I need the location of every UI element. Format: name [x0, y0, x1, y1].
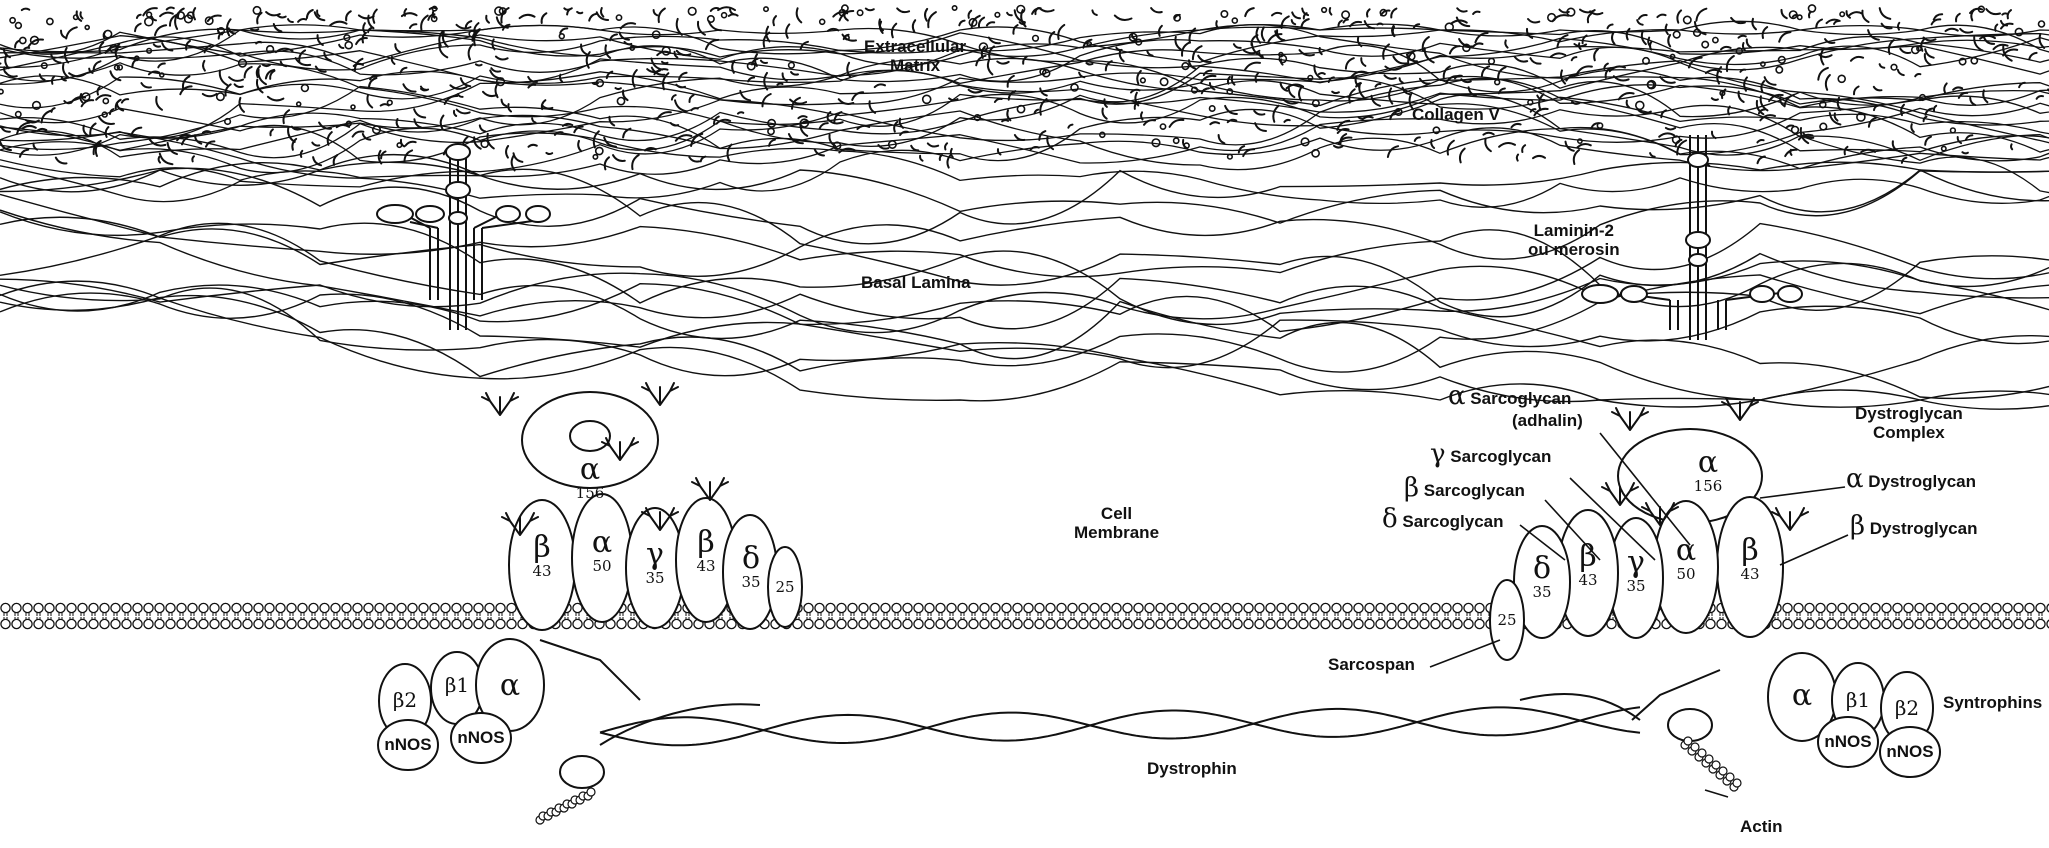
dystrophin-label: Dystrophin [1147, 760, 1237, 779]
right-beta-sarcoglycan: β 43 [1563, 542, 1613, 588]
dystroglycan-complex-label: Dystroglycan Complex [1855, 405, 1963, 442]
right-syntrophin-beta1: β1 [1838, 688, 1878, 712]
left-beta-sarcoglycan: β 43 [681, 528, 731, 574]
protein-symbol: β [1563, 542, 1613, 572]
protein-size: 25 [1492, 612, 1522, 628]
basal-lamina-label: Basal Lamina [861, 274, 971, 293]
left-nnos-1: nNOS [370, 735, 446, 755]
right-nnos-2: nNOS [1872, 742, 1948, 762]
protein-size: 156 [1678, 478, 1738, 494]
protein-symbol: α [1661, 536, 1711, 566]
protein-size: 35 [1611, 578, 1661, 594]
right-syntrophin-beta2: β2 [1887, 696, 1927, 720]
protein-size: 35 [1517, 584, 1567, 600]
gamma-sarcoglycan-text: Sarcoglycan [1450, 447, 1551, 466]
protein-symbol: α [1678, 448, 1738, 478]
alpha-symbol: α [1448, 381, 1466, 411]
collagen-v-label: Collagen V [1412, 106, 1500, 125]
protein-size: 156 [560, 485, 620, 501]
protein-size: 43 [1725, 566, 1775, 582]
protein-symbol: β [1725, 536, 1775, 566]
protein-size: 43 [1563, 572, 1613, 588]
right-alpha-dystroglycan: α 156 [1678, 448, 1738, 494]
dystrophin-ends [560, 709, 1712, 788]
protein-symbol: γ [1611, 548, 1661, 578]
beta-dystroglycan-label: β Dystroglycan [1850, 512, 1977, 541]
protein-symbol: β [517, 533, 567, 563]
beta-dystroglycan-text: Dystroglycan [1870, 519, 1978, 538]
protein-symbol: γ [630, 540, 680, 570]
protein-symbol: δ [1517, 554, 1567, 584]
left-gamma-sarcoglycan: γ 35 [630, 540, 680, 586]
basal-lamina-fibers [0, 155, 2049, 410]
dystrophin-rod [540, 640, 1720, 745]
right-syntrophin-alpha: α [1782, 678, 1822, 713]
protein-symbol: β [681, 528, 731, 558]
protein-symbol: δ [726, 544, 776, 574]
syntrophins-label: Syntrophins [1943, 694, 2042, 713]
gamma-symbol: γ [1430, 439, 1446, 469]
alpha-sarcoglycan-label: α Sarcoglycan [1448, 382, 1571, 411]
extracellular-matrix-label: Extracellular Matrix [864, 38, 966, 75]
cell-membrane-label: Cell Membrane [1074, 505, 1159, 542]
right-beta-dystroglycan: β 43 [1725, 536, 1775, 582]
left-syntrophin-beta1: β1 [437, 673, 477, 697]
delta-sarcoglycan-label: δ Sarcoglycan [1382, 505, 1504, 534]
left-alpha-dystroglycan: α 156 [560, 455, 620, 501]
alpha-sarcoglycan-text: Sarcoglycan [1470, 389, 1571, 408]
left-alpha-sarcoglycan: α 50 [577, 528, 627, 574]
left-beta-dystroglycan: β 43 [517, 533, 567, 579]
left-syntrophin-beta2: β2 [385, 688, 425, 712]
sarcospan-label: Sarcospan [1328, 656, 1415, 675]
right-alpha-sarcoglycan: α 50 [1661, 536, 1711, 582]
protein-size: 35 [726, 574, 776, 590]
beta-symbol: β [1850, 511, 1865, 541]
protein-size: 35 [630, 570, 680, 586]
delta-sarcoglycan-text: Sarcoglycan [1402, 512, 1503, 531]
right-gamma-sarcoglycan: γ 35 [1611, 548, 1661, 594]
beta-sarcoglycan-label: β Sarcoglycan [1404, 474, 1525, 503]
protein-size: 50 [1661, 566, 1711, 582]
alpha-symbol: α [1846, 464, 1864, 494]
beta-symbol: β [1404, 473, 1419, 503]
adhalin-label: (adhalin) [1512, 412, 1583, 431]
protein-symbol: α [577, 528, 627, 558]
extracellular-matrix-fibers [0, 5, 2049, 207]
right-delta-sarcoglycan: δ 35 [1517, 554, 1567, 600]
left-delta-sarcoglycan: δ 35 [726, 544, 776, 590]
alpha-dystroglycan-label: α Dystroglycan [1846, 465, 1976, 494]
protein-size: 25 [770, 579, 800, 595]
laminin-label: Laminin-2 ou merosin [1528, 222, 1620, 259]
gamma-sarcoglycan-label: γ Sarcoglycan [1430, 440, 1551, 469]
actin-label: Actin [1740, 818, 1783, 837]
left-syntrophin-alpha: α [490, 668, 530, 703]
alpha-dystroglycan-text: Dystroglycan [1868, 472, 1976, 491]
beta-sarcoglycan-text: Sarcoglycan [1424, 481, 1525, 500]
right-sarcospan: 25 [1492, 612, 1522, 628]
left-nnos-2: nNOS [443, 728, 519, 748]
protein-size: 43 [517, 563, 567, 579]
actin-filaments [536, 737, 1741, 824]
protein-size: 43 [681, 558, 731, 574]
protein-symbol: α [560, 455, 620, 485]
protein-size: 50 [577, 558, 627, 574]
delta-symbol: δ [1382, 504, 1398, 534]
left-sarcospan: 25 [770, 579, 800, 595]
